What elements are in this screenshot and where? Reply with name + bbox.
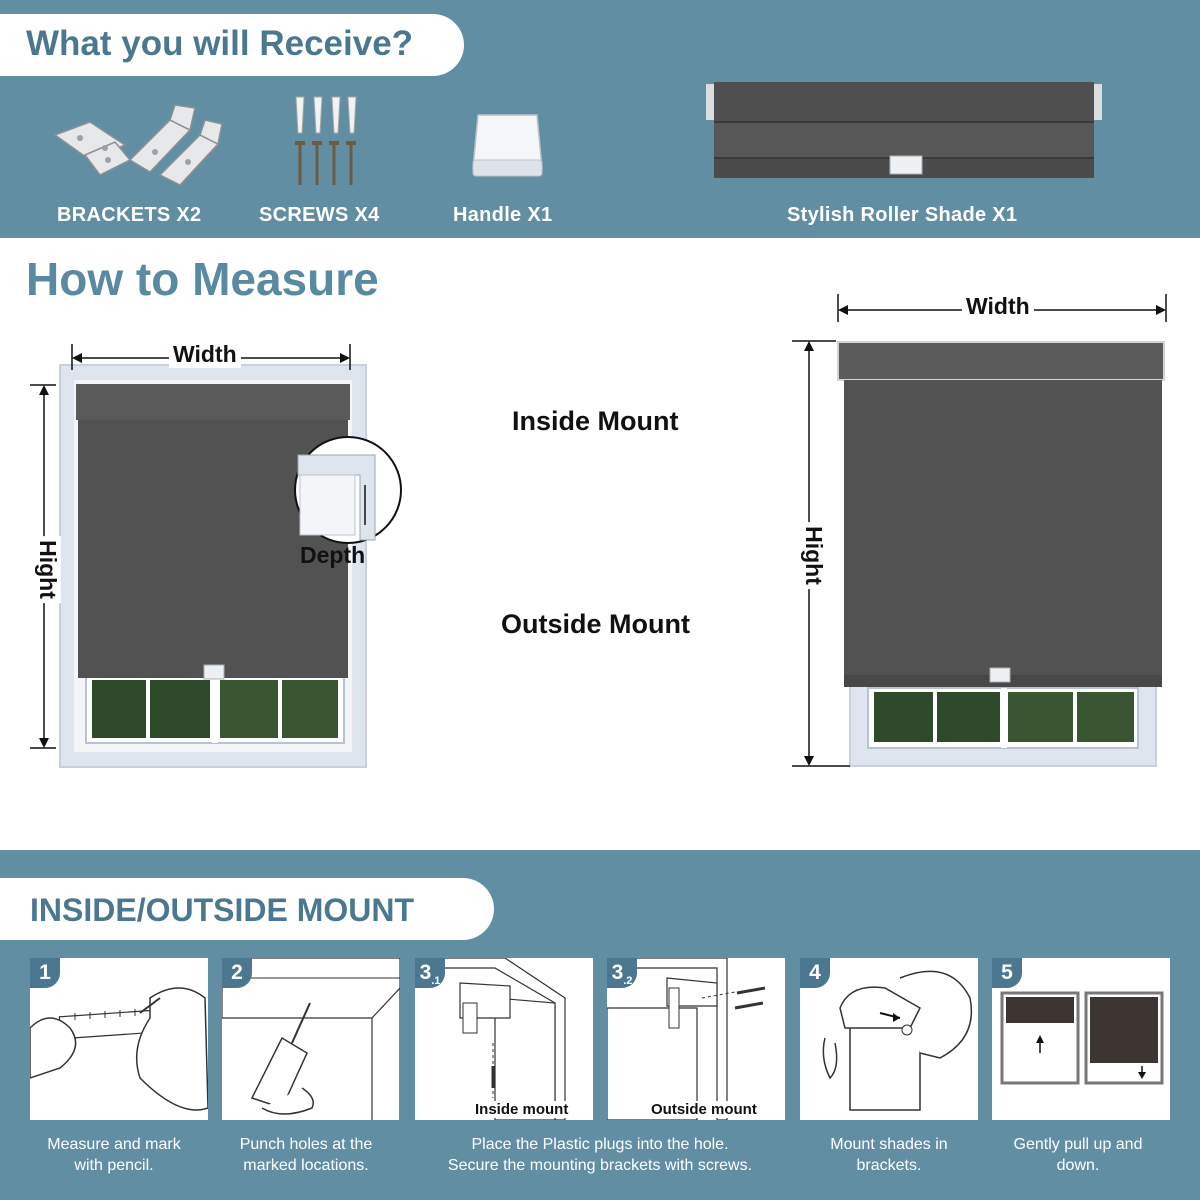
receive-title: What you will Receive? [26,24,414,63]
step-3-1-badge: 3.1 [415,958,445,988]
step-1-badge: 1 [30,958,60,988]
step-2-caption: Punch holes at the marked locations. [239,1136,373,1174]
step-3-1-image: 3.1 Inside mount [415,958,593,1120]
inside-height-label: Hight [33,536,61,603]
step-2-image: 2 [222,958,400,1120]
install-title-pill: INSIDE/OUTSIDE MOUNT [0,878,494,940]
outside-width-label: Width [962,293,1034,320]
step-3-caption: Place the Plastic plugs into the hole. S… [447,1136,753,1174]
screws-label: SCREWS X4 [259,204,380,226]
roller-shade-icon [706,80,1102,182]
step-4-badge: 4 [800,958,830,988]
inside-mount-label: Inside Mount [512,406,679,436]
step-1-image: 1 [30,958,208,1120]
brackets-label: BRACKETS X2 [57,204,202,226]
screws-icon [290,95,360,190]
step-3-2-image: 3.2 Outside mount [607,958,785,1120]
step-4-caption: Mount shades in brackets. [830,1136,948,1174]
handle-icon [470,110,545,180]
inside-width-label: Width [169,341,241,368]
step-2-badge: 2 [222,958,252,988]
handle-label: Handle X1 [453,204,553,226]
receive-section: What you will Receive? BRACKETS X2 [0,0,1200,238]
outside-mount-diagram [790,290,1170,770]
receive-title-pill: What you will Receive? [0,14,464,76]
brackets-icon [50,100,225,190]
step-3-2-badge: 3.2 [607,958,637,988]
outside-mount-step-label: Outside mount [651,1101,757,1118]
step-4-image: 4 [800,958,978,1120]
install-section: INSIDE/OUTSIDE MOUNT 1 Measure and mark … [0,850,1200,1200]
roller-shade-label: Stylish Roller Shade X1 [787,204,1018,226]
outside-mount-label: Outside Mount [501,609,690,639]
depth-label: Depth [300,542,366,568]
measure-title: How to Measure [26,253,379,305]
step-5-image: 5 [992,958,1170,1120]
install-title: INSIDE/OUTSIDE MOUNT [30,892,415,928]
step-1-caption: Measure and mark with pencil. [47,1136,181,1174]
step-5-caption: Gently pull up and down. [1013,1136,1143,1174]
inside-mount-diagram [30,340,410,770]
step-5-badge: 5 [992,958,1022,988]
inside-mount-step-label: Inside mount [475,1101,569,1118]
outside-height-label: Hight [799,522,827,589]
